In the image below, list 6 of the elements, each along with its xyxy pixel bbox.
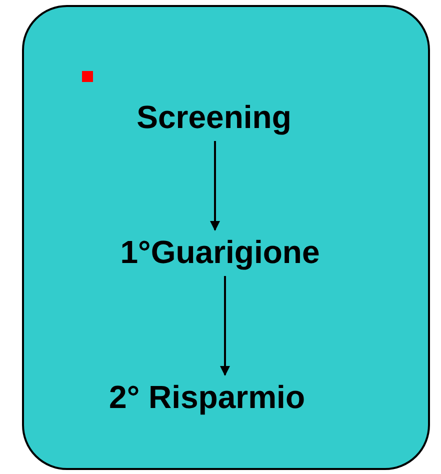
rounded-panel (22, 5, 430, 470)
step-label: 1°Guarigione (120, 232, 320, 272)
arrow (210, 141, 220, 231)
step-label: Screening (136, 97, 292, 137)
step-label: 2° Risparmio (109, 377, 305, 417)
arrow (220, 276, 230, 376)
